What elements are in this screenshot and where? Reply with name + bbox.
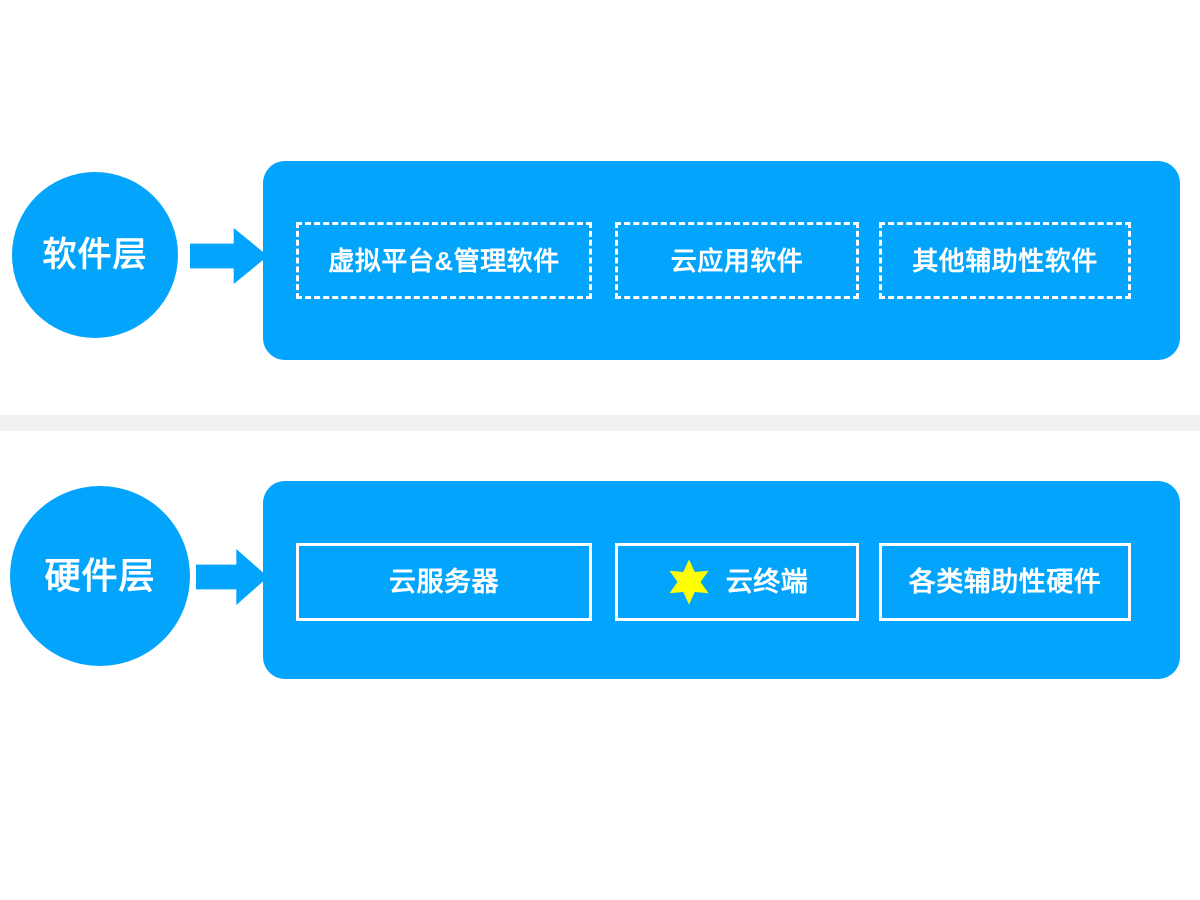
panel-item-label-software-2: 其他辅助性软件 bbox=[912, 245, 1098, 276]
layer-panel-software bbox=[263, 161, 1180, 360]
star-6-point-icon bbox=[666, 559, 712, 605]
panel-item-label-software-0: 虚拟平台&管理软件 bbox=[328, 245, 560, 276]
panel-item-label-hardware-1: 云终端 bbox=[725, 566, 809, 597]
panel-item-software-0[interactable]: 虚拟平台&管理软件 bbox=[296, 222, 592, 299]
panel-item-software-2[interactable]: 其他辅助性软件 bbox=[879, 222, 1131, 299]
panel-item-label-hardware-2: 各类辅助性硬件 bbox=[908, 566, 1102, 597]
panel-item-software-1[interactable]: 云应用软件 bbox=[615, 222, 859, 299]
layer-circle-software[interactable]: 软件层 bbox=[12, 172, 178, 338]
section-divider bbox=[0, 415, 1200, 431]
arrow-right-icon-hardware bbox=[196, 549, 268, 610]
panel-item-hardware-0[interactable]: 云服务器 bbox=[296, 543, 592, 621]
panel-item-hardware-2[interactable]: 各类辅助性硬件 bbox=[879, 543, 1131, 621]
layer-circle-hardware[interactable]: 硬件层 bbox=[10, 486, 190, 666]
panel-item-label-hardware-0: 云服务器 bbox=[389, 566, 499, 597]
layer-panel-hardware bbox=[263, 481, 1180, 679]
layer-circle-label-hardware: 硬件层 bbox=[44, 555, 156, 596]
arrow-right-icon-software bbox=[190, 228, 268, 289]
panel-item-hardware-1[interactable]: 云终端 bbox=[615, 543, 859, 621]
panel-item-label-software-1: 云应用软件 bbox=[670, 245, 804, 276]
layer-circle-label-software: 软件层 bbox=[42, 236, 148, 274]
